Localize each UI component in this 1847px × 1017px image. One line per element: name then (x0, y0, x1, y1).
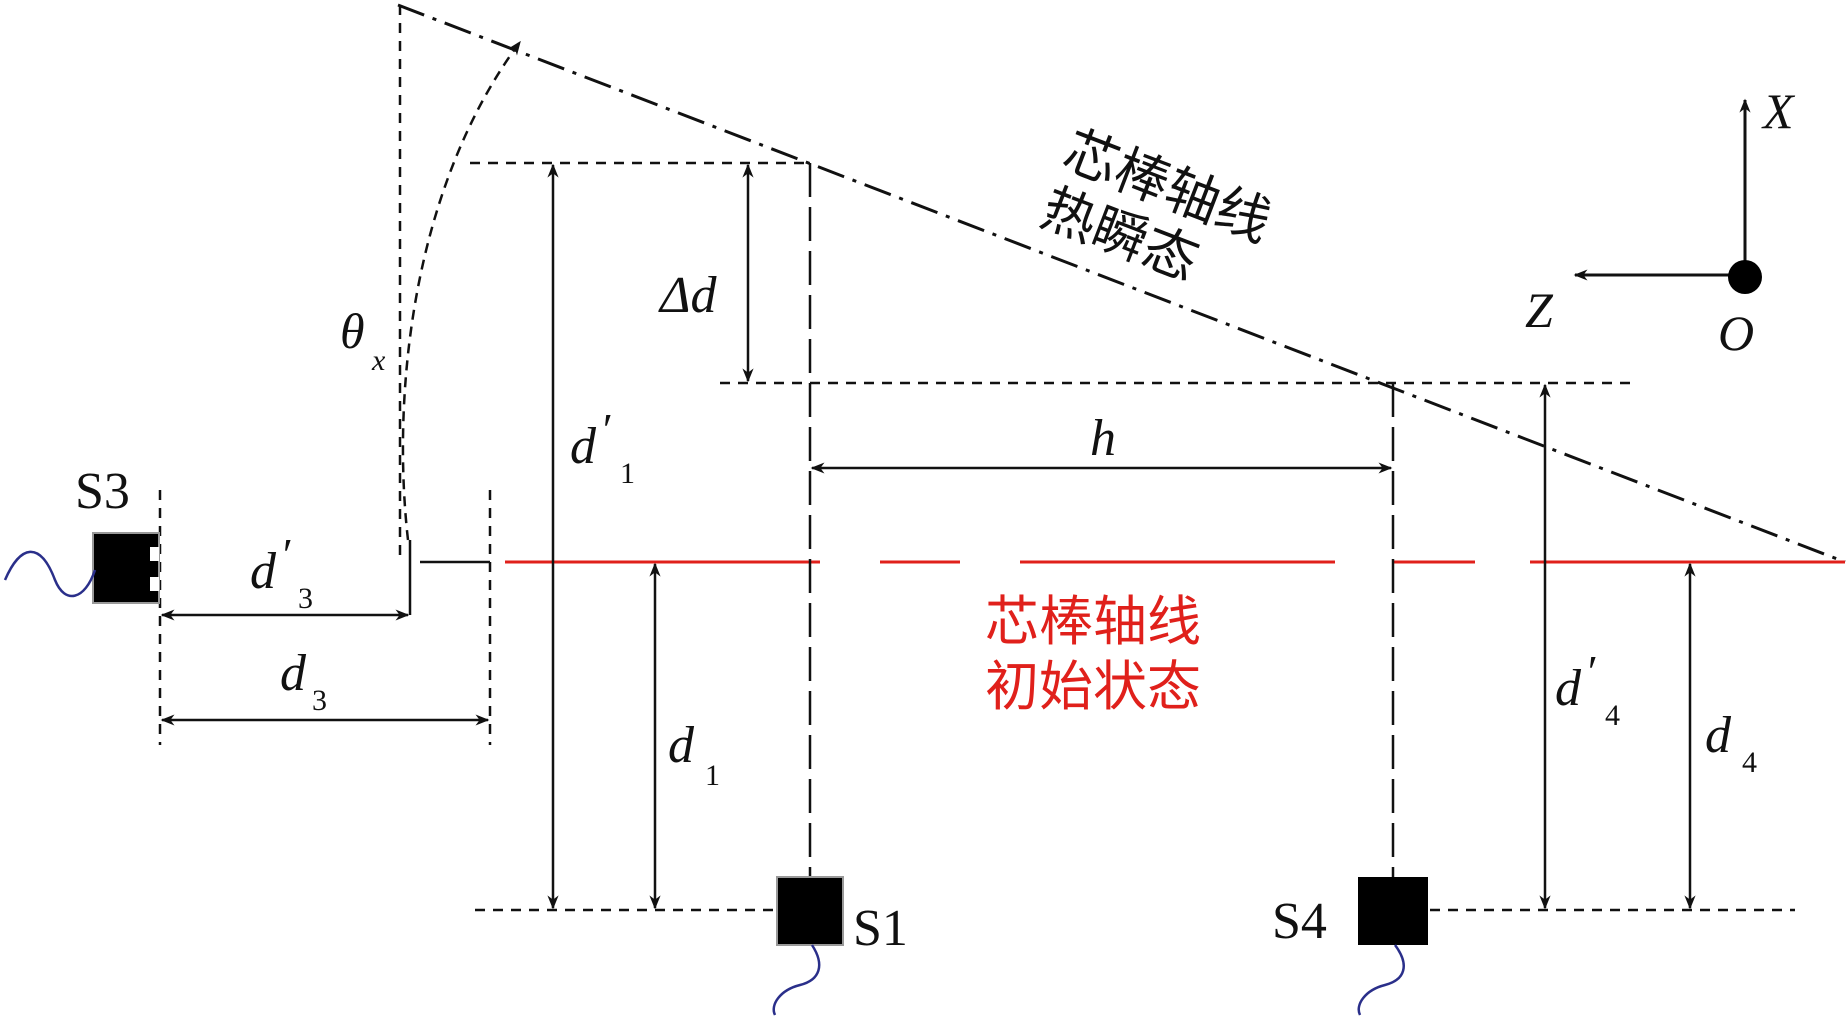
coordinate-system (1573, 98, 1751, 281)
theta-arc (401, 40, 522, 541)
sensor-s4 (1357, 877, 1428, 1016)
label-initial-line1: 芯棒轴线 (985, 590, 1201, 653)
svg-text:′: ′ (600, 404, 611, 455)
svg-text:′: ′ (1585, 646, 1596, 697)
sensor-s1-cable (772, 944, 821, 1016)
label-s4: S4 (1272, 893, 1327, 950)
label-delta-d: Δd (658, 267, 718, 324)
label-axis-x: X (1761, 83, 1796, 139)
label-theta: θ (340, 303, 365, 359)
svg-text:4: 4 (1605, 699, 1620, 732)
svg-text:d: d (280, 645, 307, 702)
sensor-vertical-lines (808, 163, 1395, 880)
svg-text:d: d (1705, 707, 1732, 764)
origin-dot (1728, 260, 1762, 294)
label-h: h (1090, 410, 1116, 467)
label-initial-line2: 初始状态 (985, 655, 1201, 718)
svg-text:4: 4 (1742, 746, 1757, 779)
hot-transient-axis-line (397, 3, 1846, 564)
sensor-s3-cable (3, 550, 97, 598)
reference-dashed-lines (158, 5, 1795, 912)
dimension-arrows (160, 163, 1696, 910)
label-d3: d 3 (280, 645, 327, 717)
label-d4: d 4 (1705, 707, 1757, 779)
svg-text:1: 1 (705, 759, 720, 792)
label-d1: d 1 (668, 717, 720, 792)
sensor-s4-cable (1357, 944, 1405, 1016)
svg-text:3: 3 (298, 582, 313, 615)
label-axis-z: Z (1525, 282, 1554, 338)
label-s3: S3 (75, 463, 130, 520)
svg-text:′: ′ (280, 529, 291, 580)
svg-text:d: d (570, 418, 597, 475)
label-hot-transient: 芯棒轴线 热瞬态 (1033, 118, 1279, 293)
label-d1-prime: d ′ 1 (570, 404, 635, 490)
label-d4-prime: d ′ 4 (1555, 646, 1620, 732)
svg-text:3: 3 (312, 684, 327, 717)
label-theta-sub: x (371, 344, 386, 377)
label-origin: O (1718, 305, 1754, 361)
svg-text:d: d (250, 543, 277, 600)
svg-text:d: d (668, 717, 695, 774)
svg-text:d: d (1555, 660, 1582, 717)
svg-text:1: 1 (620, 457, 635, 490)
label-s1: S1 (853, 900, 908, 957)
label-d3-prime: d ′ 3 (250, 529, 313, 615)
sensor-s1 (772, 876, 844, 1016)
sensor-s3 (3, 532, 160, 604)
